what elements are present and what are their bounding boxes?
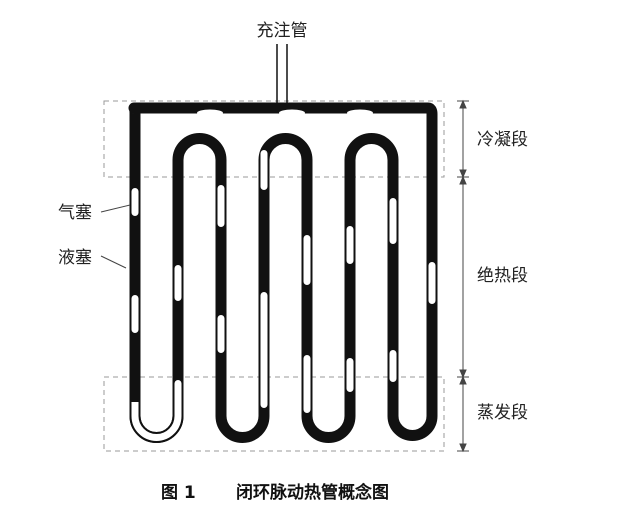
vapor-plug xyxy=(347,109,373,117)
vapor-plug xyxy=(217,185,225,227)
vapor-plug xyxy=(174,265,182,301)
condenser-label: 冷凝段 xyxy=(477,130,528,150)
vapor-plug xyxy=(389,350,397,382)
vapor-plug xyxy=(131,295,139,333)
vapor-plug xyxy=(279,109,305,117)
figure-number: 图 1 xyxy=(161,483,196,503)
liquid-plug-label: 液塞 xyxy=(58,248,92,268)
vapor-plug xyxy=(389,198,397,244)
vapor-plug xyxy=(260,150,268,190)
vapor-plugs xyxy=(131,109,436,418)
condenser-boundary xyxy=(103,100,445,178)
vapor-plug xyxy=(346,358,354,392)
vapor-plug-label: 气塞 xyxy=(58,203,92,223)
figure-title: 闭环脉动热管概念图 xyxy=(236,482,389,503)
vapor-plug xyxy=(174,380,182,418)
fill-tube xyxy=(276,44,288,112)
vapor-plug xyxy=(428,262,436,304)
vapor-plug xyxy=(217,315,225,353)
evaporator-label: 蒸发段 xyxy=(477,403,528,423)
leader-lines xyxy=(100,204,131,269)
vapor-plug xyxy=(346,226,354,264)
vapor-plug xyxy=(260,292,268,408)
adiabatic-label: 绝热段 xyxy=(477,266,528,286)
evaporator-bend-inner xyxy=(131,402,182,441)
vapor-plug xyxy=(131,188,139,216)
fill-tube-label: 充注管 xyxy=(257,21,308,41)
vapor-plug xyxy=(303,235,311,285)
section-boundaries xyxy=(103,100,445,452)
section-dimensions xyxy=(457,99,469,453)
vapor-plug xyxy=(197,109,223,117)
vapor-plug xyxy=(303,355,311,413)
